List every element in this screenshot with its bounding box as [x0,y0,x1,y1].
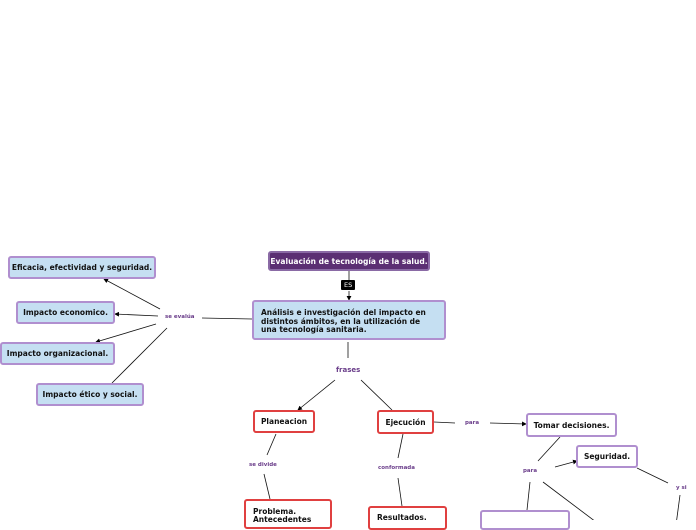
link-para2-left [526,481,531,511]
seguridad-node[interactable]: Seguridad. [576,445,638,468]
problema-node[interactable]: Problema. Antecedentes [244,499,332,529]
impacto-etico-node[interactable]: Impacto ético y social. [36,383,144,406]
conformada-label: conformada [378,465,415,471]
frases-label: frases [336,366,361,374]
link-para2-seguridad [554,459,578,468]
impacto-economico-node[interactable]: Impacto economico. [16,301,115,324]
link-para2-right [542,481,595,520]
title-node[interactable]: Evaluación de tecnología de la salud. [268,251,430,271]
resultados-node[interactable]: Resultados. [368,506,447,530]
tomar-decisiones-node[interactable]: Tomar decisiones. [526,413,617,437]
para-label-2: para [523,468,538,474]
link-sedivide-problema [263,473,271,500]
link-ejecucion-para [433,421,456,424]
se-divide-label: se divide [249,462,277,468]
link-frases-planeacion [297,379,336,411]
link-ysi-down [676,494,681,520]
partial-node[interactable] [480,510,570,530]
link-seevalua-eficacia [103,278,161,310]
link-conformada-resultados [397,477,403,507]
link-para-tomar [489,421,527,427]
link-tomar-para2 [537,436,561,462]
link-ejecucion-conformada [397,433,404,459]
link-seevalua-etico [111,327,168,384]
eficacia-node[interactable]: Eficacia, efectividad y seguridad. [8,256,156,279]
link-frases-ejecucion [360,379,393,411]
es-label: ES [341,280,356,290]
se-evalua-label: se evalúa [165,314,195,320]
link-seevalua-organizacional [95,323,157,344]
link-seevalua-economico [114,311,159,317]
definition-node[interactable]: Análisis e investigación del impacto en … [252,300,446,340]
ejecucion-node[interactable]: Ejecución [377,410,434,434]
link-planeacion-sedivide [266,433,277,456]
link-definition-seevalua [201,317,253,320]
planeacion-node[interactable]: Planeacion [253,410,315,433]
link-seguridad-ysi [636,467,669,484]
impacto-organizacional-node[interactable]: Impacto organizacional. [0,342,115,365]
para-label: para [465,420,480,426]
y-si-label: y si [676,485,687,491]
